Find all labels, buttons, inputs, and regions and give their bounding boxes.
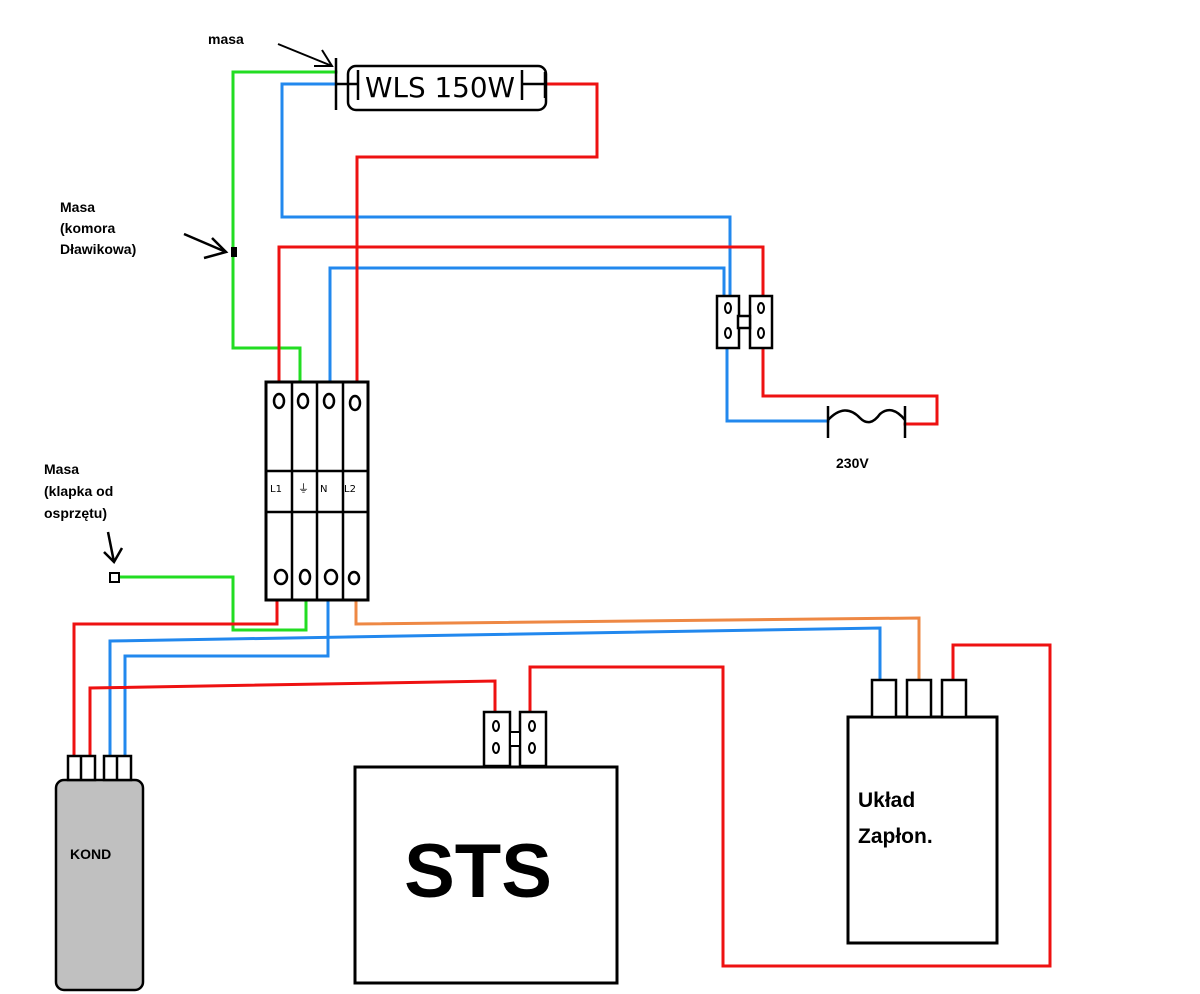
ground-point-flap xyxy=(109,572,120,583)
masa-flap-label: Masa (klapka od osprzętu) xyxy=(44,461,117,521)
arrow-masa-chamber-icon xyxy=(183,232,229,260)
voltage-label: 230V xyxy=(836,455,869,471)
arrow-masa-flap-icon xyxy=(103,531,124,565)
wire-line-block-top xyxy=(277,245,765,384)
wire-neutral-lamp xyxy=(280,82,732,300)
slot-l1: L1 xyxy=(270,484,282,495)
wire-neutral-ignition xyxy=(108,626,882,758)
wire-neutral-kond xyxy=(123,598,330,758)
wire-ground-lamp xyxy=(231,70,338,384)
capacitor xyxy=(54,754,145,992)
arrow-masa-top-icon xyxy=(277,43,334,67)
sts-label: STS xyxy=(404,829,552,914)
slot-n: N xyxy=(320,484,327,495)
terminal-block: L1 ⏚ N L2 xyxy=(264,380,370,602)
switch-terminals xyxy=(724,302,765,339)
wire-neutral-block-top xyxy=(328,266,726,384)
wire-line-lamp xyxy=(355,82,599,384)
wire-line-sts-loop xyxy=(528,643,1052,968)
ignition-label-line2: Zapłon. xyxy=(858,825,933,848)
ignition-label-line1: Układ xyxy=(858,789,915,812)
slot-ground-icon: ⏚ xyxy=(298,482,309,495)
ground-point-chamber xyxy=(231,247,237,257)
masa-top-label: masa xyxy=(208,31,244,47)
wire-ground-flap xyxy=(116,575,308,632)
double-switch xyxy=(715,294,774,350)
wire-line-kond-sts xyxy=(88,679,497,758)
slot-l2: L2 xyxy=(344,484,356,495)
sts-terminals xyxy=(492,720,536,754)
lamp-wls xyxy=(334,58,548,112)
ignition-unit xyxy=(846,678,999,945)
wire-line-switch-mains xyxy=(761,344,939,426)
masa-chamber-label: Masa (komora Dławikowa) xyxy=(60,199,136,257)
lamp-label: WLS 150W xyxy=(365,71,515,104)
wire-orange xyxy=(354,598,921,685)
wire-neutral-switch-mains xyxy=(725,344,830,423)
capacitor-label: KOND xyxy=(70,846,111,862)
mains-230v-icon xyxy=(826,406,907,438)
sts-unit xyxy=(353,710,619,985)
wire-line-kond xyxy=(72,598,279,758)
